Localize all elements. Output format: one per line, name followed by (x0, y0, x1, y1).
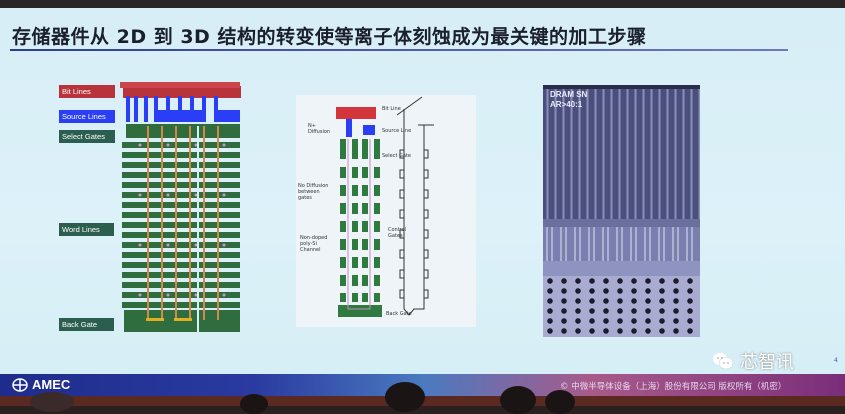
page-number: 4 (834, 357, 838, 364)
amec-logo-icon (12, 377, 28, 392)
schem-label-back-gate: Back Gate (386, 311, 412, 317)
amec-logo: AMEC (12, 377, 70, 392)
audience-head (240, 394, 268, 414)
label-source-lines: Source Lines (59, 110, 115, 123)
audience-head (385, 382, 425, 412)
room-top-edge (0, 0, 845, 10)
schem-label-bit-line: Bit Line (382, 106, 401, 112)
audience-head (30, 392, 74, 412)
audience-head (545, 390, 575, 414)
sem-cross-section-image: DRAM SN AR>40:1 (543, 85, 700, 337)
schem-label-control-gates: Control Gates (388, 227, 407, 239)
slide-footer-band (0, 374, 845, 396)
schem-label-no-diffusion: No Diffusion between gates (298, 183, 329, 201)
title-underline (10, 49, 788, 51)
label-back-gate: Back Gate (59, 318, 114, 331)
audience-head (500, 386, 536, 414)
label-select-gates: Select Gates (59, 130, 115, 143)
watermark-text: 芯智讯 (740, 352, 794, 373)
3d-nand-stack-diagram (120, 82, 241, 332)
schem-label-channel: Non-doped poly-Si Channel (300, 235, 328, 253)
footer-copyright: © 中微半导体设备（上海）股份有限公司 版权所有（机密） (560, 382, 787, 392)
schem-label-select-gate: Select Gate (382, 153, 411, 159)
schem-label-n-diffusion: N+ Diffusion (308, 123, 331, 135)
vertical-nand-schematic: Bit Line Source Line N+ Diffusion Select… (296, 95, 476, 327)
slide-title: 存储器件从 2D 到 3D 结构的转变使等离子体刻蚀成为最关键的加工步骤 (12, 26, 647, 48)
watermark: 芯智讯 (712, 348, 794, 374)
sem-label-aspect-ratio: AR>40:1 (550, 100, 583, 109)
sem-label-dram: DRAM SN (550, 90, 588, 99)
schem-label-source-line: Source Line (382, 128, 412, 134)
wechat-icon (713, 353, 734, 370)
label-word-lines: Word Lines (59, 223, 114, 236)
label-bit-lines: Bit Lines (59, 85, 115, 98)
amec-logo-text: AMEC (32, 377, 71, 392)
